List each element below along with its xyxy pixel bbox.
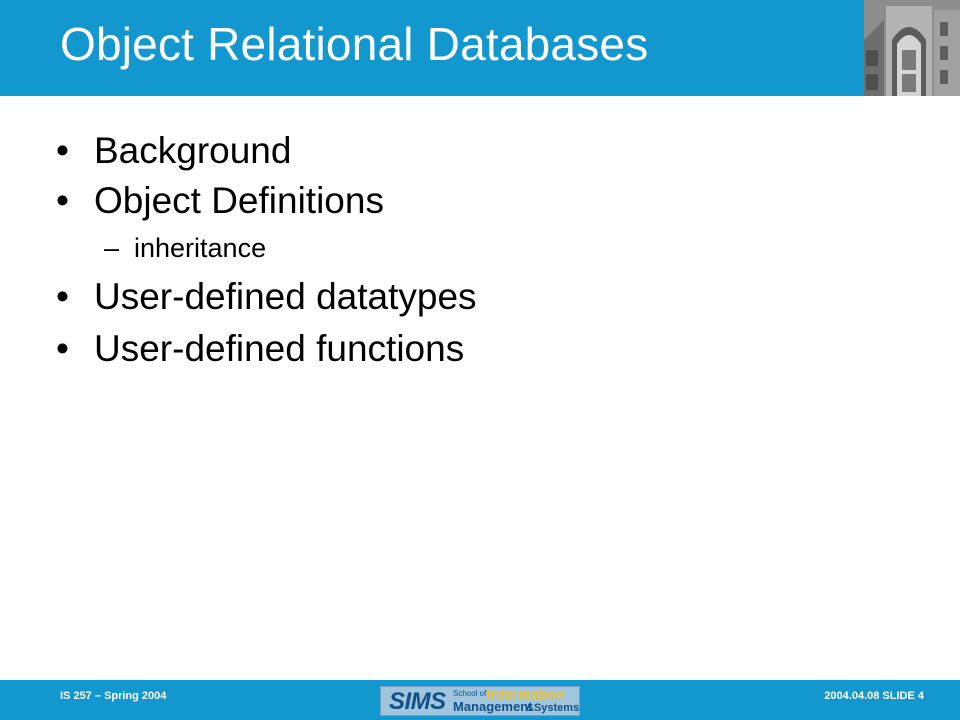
bullet-text: Object Definitions (94, 180, 384, 221)
bullet-marker: • (56, 328, 69, 369)
logo-school-of: School of (453, 689, 487, 698)
bullet-item: • Background (56, 129, 291, 173)
slide-number: 2004.04.08 SLIDE 4 (824, 690, 924, 702)
slide-title: Object Relational Databases (60, 18, 649, 70)
bullet-text: User-defined functions (94, 328, 465, 369)
bullet-list: • Background • Object Definitions –inherit… (56, 129, 477, 371)
logo-management: Management (453, 699, 533, 714)
sims-logo: SIMS School of Information Management &S… (380, 686, 580, 716)
bullet-marker: • (56, 130, 69, 171)
bullet-item: • Object Definitions (56, 179, 384, 223)
sub-bullet-item: –inheritance (104, 232, 266, 264)
course-label: IS 257 – Spring 2004 (60, 690, 167, 702)
sub-bullet-text: inheritance (134, 233, 267, 263)
bullet-marker: • (56, 276, 69, 317)
sub-bullet-marker: – (104, 233, 120, 263)
bullet-text: User-defined datatypes (94, 276, 477, 317)
logo-systems: &Systems (526, 702, 580, 714)
bullet-item: • User-defined functions (56, 327, 464, 371)
building-photo-icon (864, 0, 960, 96)
title-bar (0, 0, 864, 96)
bullet-text: Background (94, 130, 292, 171)
logo-information: Information (487, 686, 564, 702)
logo-sims: SIMS (389, 688, 446, 715)
bullet-item: • User-defined datatypes (56, 275, 477, 319)
bullet-marker: • (56, 180, 69, 221)
